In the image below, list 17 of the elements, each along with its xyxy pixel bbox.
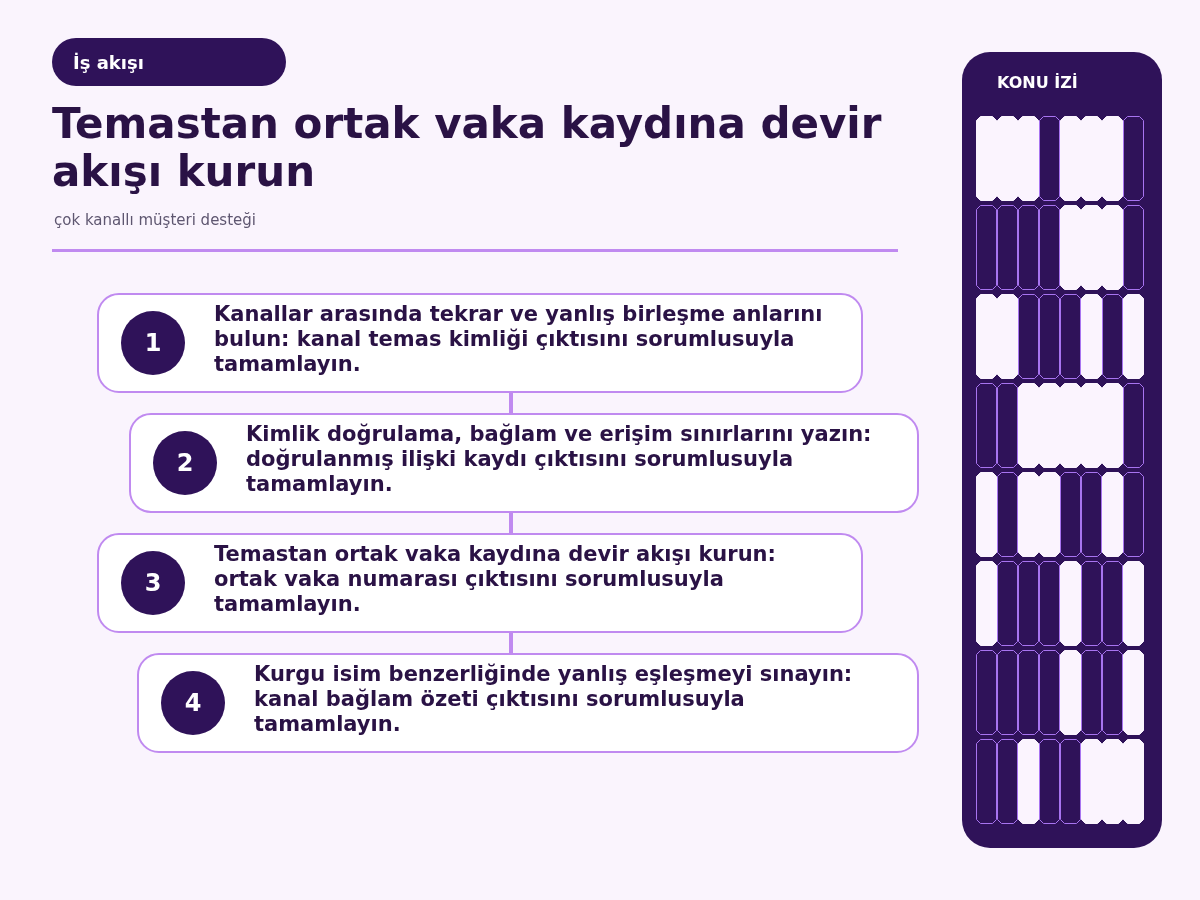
step-text: Kanallar arasında tekrar ve yanlış birleşme anlarını bulun: kanal temas kimliği çıktısını sorumlusuyla tamamlayın. bbox=[214, 302, 824, 377]
connector-line bbox=[509, 513, 513, 533]
step-card bbox=[97, 533, 863, 633]
step-card bbox=[97, 293, 863, 393]
subtitle: çok kanallı müşteri desteği bbox=[54, 210, 256, 231]
step-text: Temastan ortak vaka kaydına devir akışı kurun: ortak vaka numarası çıktısını sorumlusuyla tamamlayın. bbox=[214, 542, 777, 617]
step-text: Kurgu isim benzerliğinde yanlış eşleşmeyi sınayın: kanal bağlam özeti çıktısını sorumlusuyla tamamlayın. bbox=[254, 662, 854, 737]
panel-heading: KONU İZİ bbox=[997, 72, 1078, 94]
connector-line bbox=[509, 633, 513, 653]
tag-pill bbox=[52, 38, 286, 86]
step-text: Kimlik doğrulama, bağlam ve erişim sınırlarını yazın: doğrulanmış ilişki kaydı çıktısını sorumlusuyla tamamlayın. bbox=[246, 422, 873, 497]
connector-line bbox=[509, 393, 513, 413]
tag-text: İş akışı bbox=[73, 50, 144, 75]
title: Temastan ortak vaka kaydına devir akışı kurun bbox=[52, 100, 883, 196]
step-card bbox=[129, 413, 919, 513]
step-card bbox=[137, 653, 919, 753]
side-panel bbox=[962, 52, 1162, 848]
